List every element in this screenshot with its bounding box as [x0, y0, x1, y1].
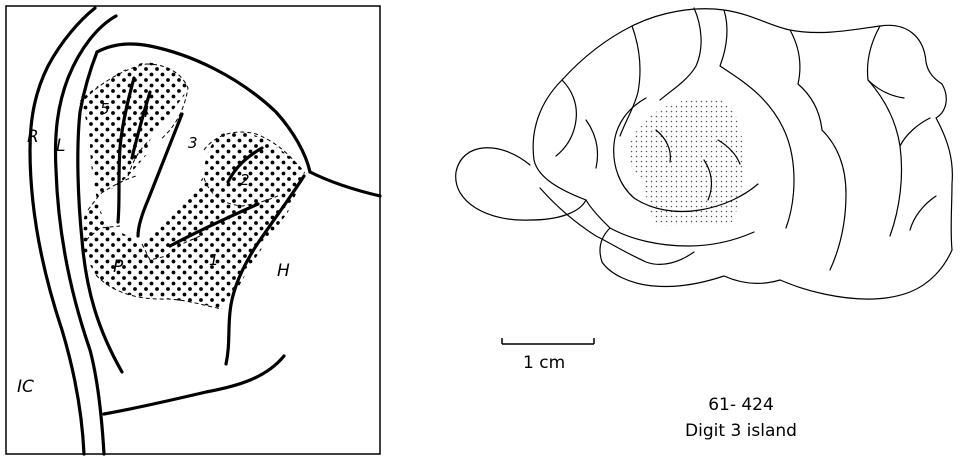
gyrus-line-8: [822, 130, 846, 270]
bottom-contour: [104, 356, 284, 414]
section-map-panel: [6, 6, 380, 454]
label-P: P: [113, 257, 124, 277]
hemisphere-outline: [533, 9, 952, 299]
gyrus-line-4: [720, 10, 760, 96]
digit-label-5: 5: [100, 100, 110, 118]
gyrus-line-12: [610, 228, 754, 246]
gyrus-line-15: [900, 118, 936, 230]
digit-label-1: 1: [209, 251, 219, 269]
gyrus-line-7: [760, 96, 794, 228]
gyrus-line-6: [868, 26, 905, 98]
cortex-right-contour: [310, 172, 380, 196]
caption-title: Digit 3 island: [685, 421, 797, 441]
label-L: L: [56, 136, 65, 156]
cerebellum-outline: [456, 148, 586, 220]
gyrus-line-5: [790, 30, 822, 130]
digit-label-3: 3: [188, 134, 198, 152]
label-H: H: [277, 261, 290, 281]
scale-bar-label: 1 cm: [523, 353, 565, 373]
brain-drawing: [456, 8, 953, 299]
label-R: R: [27, 127, 39, 147]
label-IC: IC: [17, 377, 34, 397]
scale-bar: [502, 338, 594, 344]
digit-3-island-stipple: [629, 98, 743, 226]
gyrus-line-2: [620, 26, 640, 136]
digit-label-4: 4: [140, 103, 150, 121]
gyrus-line-3: [660, 8, 701, 100]
digit-label-2: 2: [240, 171, 250, 189]
gyrus-line-1: [556, 80, 576, 156]
caption-id: 61- 424: [708, 395, 774, 415]
gyrus-line-9: [868, 80, 902, 236]
